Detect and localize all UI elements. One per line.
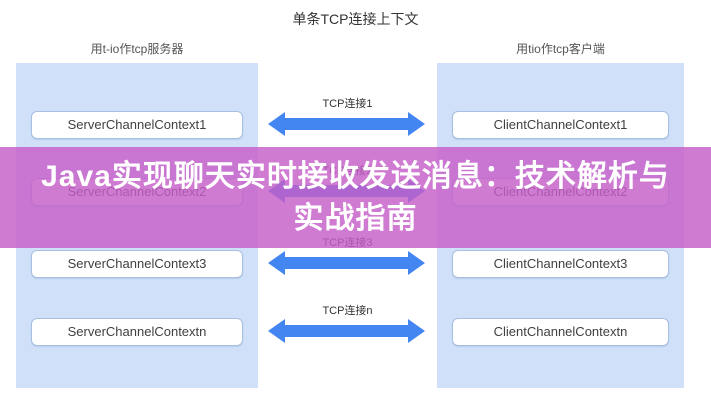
arrow-shaft xyxy=(283,325,410,337)
client-section-label: 用tio作tcp客户端 xyxy=(516,42,605,56)
diagram-title: 单条TCP连接上下文 xyxy=(292,11,419,27)
tcp-connection-1-label: TCP连接1 xyxy=(322,98,373,110)
bidirectional-arrow-icon xyxy=(268,251,425,275)
arrow-shaft xyxy=(283,118,410,130)
server-section-label: 用t-io作tcp服务器 xyxy=(90,42,184,56)
client-node-3: ClientChannelContext3 xyxy=(452,250,669,278)
title-banner: Java实现聊天实时接收发送消息：技术解析与 实战指南 xyxy=(0,147,711,248)
banner-title-line-2: 实战指南 xyxy=(293,201,418,235)
bidirectional-arrow-icon xyxy=(268,112,425,136)
tcp-connection-n-label: TCP连接n xyxy=(322,305,373,317)
banner-title-line-1: Java实现聊天实时接收发送消息：技术解析与 xyxy=(41,159,670,193)
bidirectional-arrow-icon xyxy=(268,319,425,343)
client-node-1: ClientChannelContext1 xyxy=(452,111,669,139)
server-node-1: ServerChannelContext1 xyxy=(31,111,243,139)
arrow-shaft xyxy=(283,257,410,269)
server-node-n: ServerChannelContextn xyxy=(31,318,243,346)
server-node-3: ServerChannelContext3 xyxy=(31,250,243,278)
client-node-n: ClientChannelContextn xyxy=(452,318,669,346)
